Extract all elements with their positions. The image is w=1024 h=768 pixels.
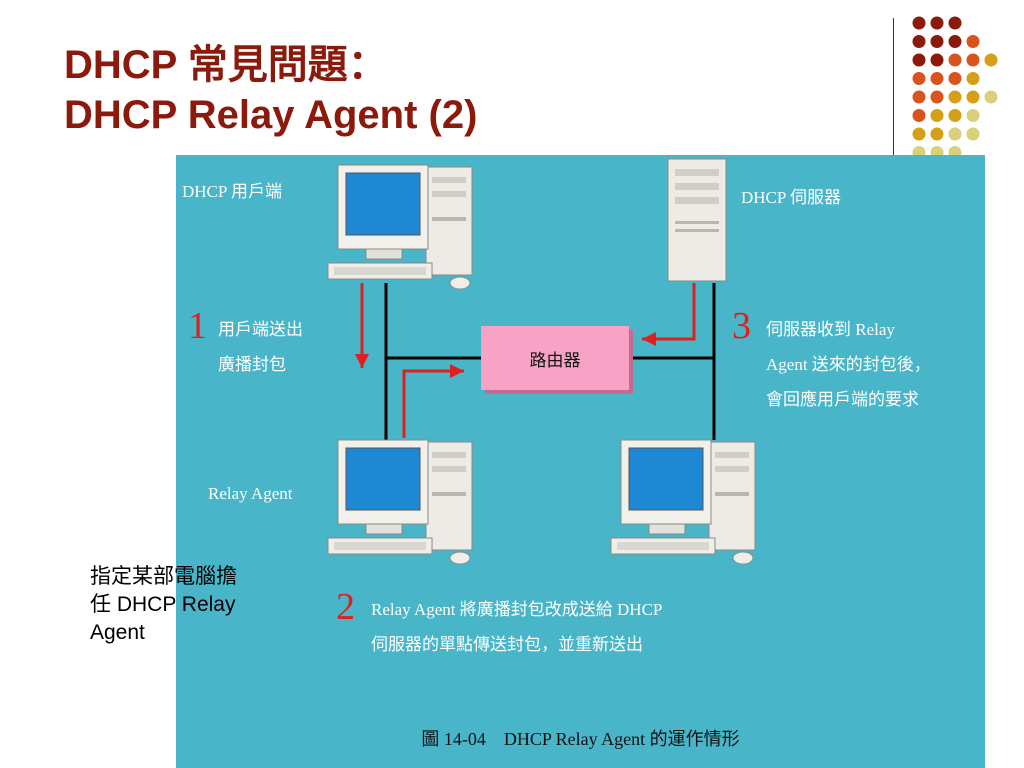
relay-agent-label: Relay Agent <box>208 484 293 503</box>
client-computer <box>327 164 473 290</box>
decorative-dot <box>984 90 998 104</box>
other-computer <box>610 439 756 565</box>
decorative-dot <box>930 127 944 141</box>
router-label: 路由器 <box>529 350 581 371</box>
decorative-dot-grid <box>912 16 998 159</box>
slide-title-line2: DHCP Relay Agent (2) <box>64 93 478 137</box>
decorative-dot <box>966 90 980 104</box>
decorative-dot <box>930 35 944 48</box>
side-note: 指定某部電腦擔 任 DHCP Relay Agent <box>90 563 310 647</box>
slide-title-line1: DHCP 常見問題： <box>64 43 388 87</box>
decorative-dot <box>930 53 944 67</box>
decorative-dot <box>930 90 944 104</box>
decorative-dot <box>912 53 926 67</box>
router-box: 路由器 <box>481 326 629 390</box>
decorative-dot <box>966 35 980 48</box>
step3-text-line1: 伺服器收到 Relay <box>766 320 895 339</box>
relay-agent-diagram: DHCP 用戶端 DHCP 伺服器 Relay Agent 路由器 1 用戶端送… <box>176 155 985 768</box>
step1-text-line1: 用戶端送出 <box>218 320 303 339</box>
decorative-dot <box>948 109 962 122</box>
step2-number: 2 <box>336 586 355 628</box>
step3-number: 3 <box>732 305 751 347</box>
decorative-dot <box>912 90 926 104</box>
step2-text-line1: Relay Agent 將廣播封包改成送給 DHCP <box>371 600 663 619</box>
decorative-dot <box>966 72 980 85</box>
side-note-line3: Agent <box>90 621 145 644</box>
decorative-dot <box>948 127 962 141</box>
decorative-dot <box>948 35 962 48</box>
side-note-line1: 指定某部電腦擔 <box>90 565 237 588</box>
step2-text-line2: 伺服器的單點傳送封包，並重新送出 <box>371 635 643 654</box>
decorative-dot <box>948 72 962 85</box>
decorative-dot <box>912 109 926 122</box>
relay-agent-computer <box>327 439 473 565</box>
decorative-dot <box>912 16 926 30</box>
client-label: DHCP 用戶端 <box>182 182 282 201</box>
decorative-dot <box>912 72 926 85</box>
decorative-dot <box>930 72 944 85</box>
decorative-dot <box>912 35 926 48</box>
figure-caption: 圖 14-04 DHCP Relay Agent 的運作情形 <box>421 729 740 749</box>
server-computer <box>667 158 727 282</box>
step3-text-line2: Agent 送來的封包後， <box>766 355 931 374</box>
decorative-dot <box>930 16 944 30</box>
decorative-dot <box>912 127 926 141</box>
step2-arrow <box>402 364 464 438</box>
decorative-dot <box>948 90 962 104</box>
decorative-dot <box>948 16 962 30</box>
decorative-dot <box>948 53 962 67</box>
decorative-dot <box>930 109 944 122</box>
title-divider-line <box>893 18 894 158</box>
step3-text-line3: 會回應用戶端的要求 <box>766 390 919 409</box>
step1-arrow <box>355 283 369 368</box>
server-label: DHCP 伺服器 <box>741 188 841 207</box>
decorative-dot <box>966 127 980 141</box>
slide-title: DHCP 常見問題： DHCP Relay Agent (2) <box>64 40 477 140</box>
step3-arrow <box>642 283 696 346</box>
diagram-network-lines <box>327 158 756 565</box>
decorative-dot <box>966 53 980 67</box>
step1-text-line2: 廣播封包 <box>218 355 286 374</box>
decorative-dot <box>966 109 980 122</box>
step1-number: 1 <box>188 305 207 347</box>
decorative-dot <box>984 53 998 67</box>
side-note-line2: 任 DHCP Relay <box>90 593 236 616</box>
